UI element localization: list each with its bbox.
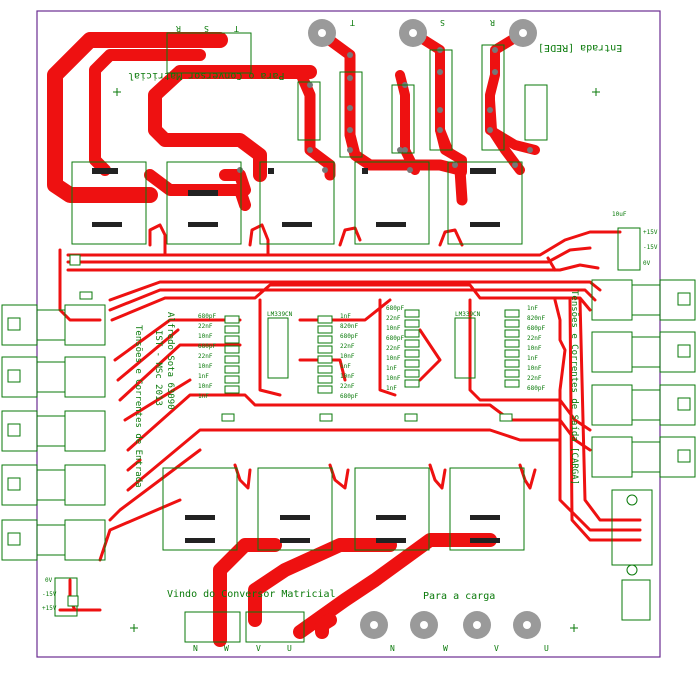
terminal-bl-u: U	[287, 644, 292, 653]
cap-value: 10nF	[198, 363, 213, 370]
terminal-grid-r: R	[490, 18, 495, 27]
caps-left: 680pF 22nF 10nF 680pF 22nF 10nF 1nF 10nF…	[198, 312, 216, 402]
ic-left-label: LM339CN	[267, 311, 293, 318]
cap-value: 10nF	[198, 383, 213, 390]
power-top-cap: 10uF	[612, 211, 627, 218]
terminal-br-u: U	[544, 644, 549, 653]
cap-value: 10nF	[527, 345, 542, 352]
label-to-load: Para a carga	[423, 591, 496, 602]
cap-value: 680pF	[386, 335, 405, 342]
ic-right-label: LM339CN	[455, 311, 481, 318]
cap-value: 22nF	[198, 353, 213, 360]
cap-value: 22nF	[527, 375, 542, 382]
cap-value: 10nF	[340, 373, 355, 380]
cap-value: 680pF	[340, 333, 359, 340]
cap-value: 10nF	[386, 325, 401, 332]
cap-value: 22nF	[386, 345, 401, 352]
cap-value: 22nF	[340, 343, 355, 350]
cap-value: 680pF	[198, 313, 217, 320]
label-author: Alfredo Sota 63090	[165, 312, 175, 410]
power-bottom-gnd: 0V	[45, 577, 53, 584]
cap-value: 10nF	[386, 375, 401, 382]
terminal-br-v: V	[494, 644, 499, 653]
terminal-bl-n: N	[193, 644, 198, 653]
terminal-top-s: S	[204, 24, 209, 33]
label-from-matrix-converter: Vindo do Conversor Matricial	[167, 589, 336, 600]
cap-value: 1nF	[527, 355, 538, 362]
cap-value: 10nF	[527, 365, 542, 372]
cap-value: 22nF	[527, 335, 542, 342]
signal-traces	[58, 223, 642, 612]
cap-value: 680pF	[198, 343, 217, 350]
cap-value: 680pF	[527, 385, 546, 392]
cap-value: 10nF	[340, 353, 355, 360]
cap-value: 22nF	[386, 315, 401, 322]
cap-value: 10nF	[198, 333, 213, 340]
power-top-gnd: 0V	[643, 260, 651, 267]
terminal-br-n: N	[390, 644, 395, 653]
power-bottom-minus: -15V	[42, 591, 57, 598]
terminal-top-r: R	[176, 24, 181, 33]
cap-value: 10nF	[386, 355, 401, 362]
terminal-bl-w: W	[224, 644, 229, 653]
label-to-matrix-converter: Para o Conversor Matricial	[128, 70, 285, 81]
cap-value: 1nF	[340, 313, 351, 320]
terminal-bl-v: V	[256, 644, 261, 653]
cap-value: 1nF	[386, 385, 397, 392]
label-input-currents: Tensões e Correntes de Entrada	[133, 325, 143, 488]
caps-mid: 1nF 820nF 680pF 22nF 10nF 1nF 10nF 22nF …	[340, 312, 358, 402]
cap-value: 1nF	[527, 305, 538, 312]
power-top-minus: -15V	[643, 244, 658, 251]
terminal-br-w: W	[443, 644, 448, 653]
cap-value: 680pF	[340, 393, 359, 400]
caps-right-a: 680pF 22nF 10nF 680pF 22nF 10nF 1nF 10nF…	[386, 304, 404, 394]
label-grid-input: Entrada [REDE]	[538, 42, 623, 53]
vias	[237, 47, 533, 173]
bnc-inner	[7, 292, 691, 576]
power-bottom-plus: +15V	[42, 605, 57, 612]
cap-value: 1nF	[340, 363, 351, 370]
cap-value: 1nF	[198, 393, 209, 400]
power-top-plus: +15V	[643, 229, 658, 236]
terminal-grid-s: S	[440, 18, 445, 27]
cap-value: 820nF	[340, 323, 359, 330]
cap-value: 1nF	[386, 365, 397, 372]
power-traces	[47, 27, 540, 647]
cap-value: 680pF	[386, 305, 405, 312]
cap-value: 680pF	[527, 325, 546, 332]
terminal-top-t: T	[234, 24, 239, 33]
cap-value: 22nF	[340, 383, 355, 390]
terminal-pads	[308, 19, 541, 639]
module-pads	[92, 168, 500, 543]
cap-value: 820nF	[527, 315, 546, 322]
caps-right-b: 1nF 820nF 680pF 22nF 10nF 1nF 10nF 22nF …	[527, 304, 545, 394]
label-output-voltages: Tensões e Correntes de Saída [CARGA]	[569, 290, 579, 486]
cap-value: 22nF	[198, 323, 213, 330]
terminal-grid-t: T	[350, 18, 355, 27]
passives	[67, 254, 520, 607]
cap-value: 1nF	[198, 373, 209, 380]
label-institution: IST - MSc 2013	[153, 330, 163, 406]
